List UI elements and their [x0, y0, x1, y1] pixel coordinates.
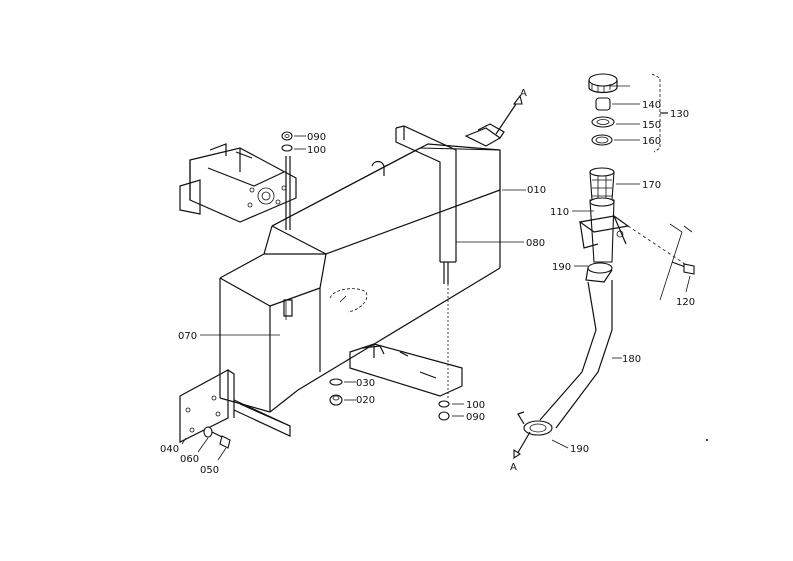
label-100-bottom: 100	[466, 400, 485, 411]
hose-clamp-190-bottom	[517, 411, 553, 436]
rod-dashed	[627, 223, 693, 301]
nut-090-bottom	[438, 411, 450, 421]
bolt-050	[211, 431, 231, 449]
label-120: 120	[676, 297, 695, 308]
label-090-top: 090	[307, 132, 326, 143]
part-labels: 010 020 030 040 050 060 070 080 090 090 …	[160, 100, 695, 476]
bolt-120	[671, 261, 695, 275]
hose-clamp-190-top	[585, 262, 613, 283]
label-150: 150	[642, 120, 661, 131]
washer-100-top	[281, 144, 293, 152]
label-010: 010	[527, 185, 546, 196]
label-160: 160	[642, 136, 661, 147]
nut-090-top	[281, 131, 293, 141]
label-090-bottom: 090	[466, 412, 485, 423]
mounting-plate	[179, 368, 291, 443]
label-180: 180	[622, 354, 641, 365]
tank-bolts	[283, 156, 449, 400]
marker-a-bottom-label: A	[510, 462, 517, 473]
stray-dot	[706, 439, 708, 441]
view-marker-a-top: A	[495, 88, 527, 135]
label-190-top: 190	[552, 262, 571, 273]
label-060: 060	[180, 454, 199, 465]
nut-020	[329, 394, 343, 406]
label-170: 170	[642, 180, 661, 191]
marker-a-top-label: A	[520, 88, 527, 99]
label-130: 130	[670, 109, 689, 120]
washer-030	[329, 378, 343, 386]
label-040: 040	[160, 444, 179, 455]
washer-060	[203, 426, 213, 438]
tank-strap	[395, 125, 457, 284]
label-050: 050	[200, 465, 219, 476]
filler-cap-130	[588, 73, 618, 94]
washer-100-bottom	[438, 400, 450, 408]
gasket-160	[591, 134, 613, 146]
label-070: 070	[178, 331, 197, 342]
strainer-170	[589, 167, 615, 201]
hose-180	[539, 280, 613, 429]
bracket-130-brace	[651, 73, 668, 153]
label-020: 020	[356, 395, 375, 406]
leader-lines	[181, 85, 691, 461]
cap-part-140	[595, 97, 611, 111]
filler-neck-110	[578, 197, 630, 263]
label-080: 080	[526, 238, 545, 249]
view-marker-a-bottom: A	[510, 431, 531, 473]
label-110: 110	[550, 207, 569, 218]
gasket-150	[591, 116, 615, 128]
lower-bracket	[349, 343, 463, 397]
label-030: 030	[356, 378, 375, 389]
label-100-top: 100	[307, 145, 326, 156]
upper-bracket	[179, 143, 297, 223]
label-140: 140	[642, 100, 661, 111]
label-190-bottom: 190	[570, 444, 589, 455]
